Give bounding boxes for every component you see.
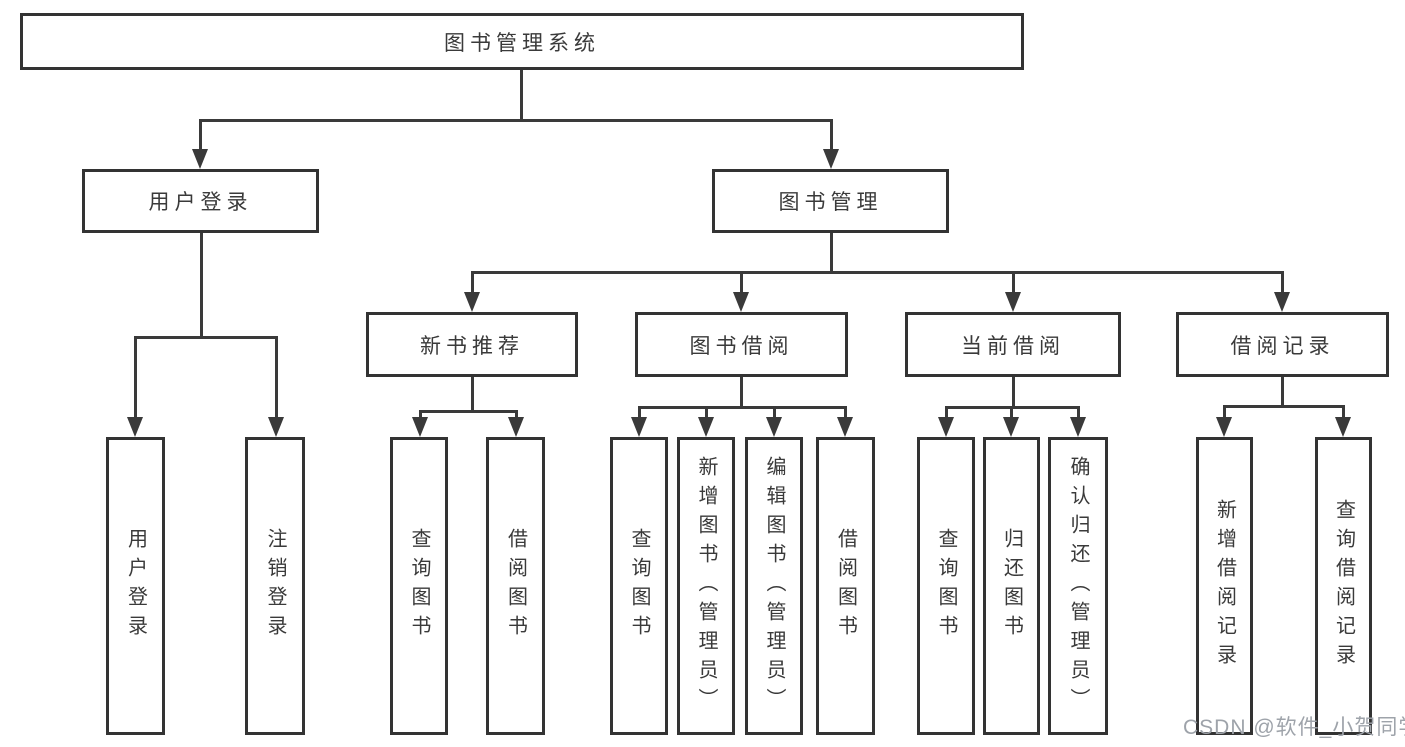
arrow-stem [514, 411, 518, 419]
arrow-stem [637, 407, 641, 419]
arrow-stem [944, 407, 948, 419]
arrow-stem [829, 120, 833, 151]
connector-rail-root [198, 118, 833, 122]
node-leaf-cur-return: 归还图书 [983, 437, 1040, 735]
arrow-stem [704, 407, 708, 419]
connector-trunk-user-login [199, 233, 203, 337]
arrow-down-icon [464, 292, 480, 312]
arrow-stem [274, 337, 278, 419]
node-leaf-logout: 注销登录 [245, 437, 305, 735]
arrow-stem [772, 407, 776, 419]
arrow-stem [739, 272, 743, 294]
arrow-down-icon [412, 417, 428, 437]
node-leaf-bw-query: 查询图书 [610, 437, 668, 735]
arrow-stem [1222, 406, 1226, 419]
node-leaf-cur-query: 查询图书 [917, 437, 975, 735]
connector-trunk-new-book-rec [470, 377, 474, 411]
arrow-down-icon [823, 149, 839, 169]
node-leaf-login: 用户登录 [106, 437, 165, 735]
node-borrow-records: 借阅记录 [1176, 312, 1389, 377]
arrow-down-icon [192, 149, 208, 169]
node-book-mgmt: 图书管理 [712, 169, 949, 233]
arrow-down-icon [1005, 292, 1021, 312]
node-user-login: 用户登录 [82, 169, 319, 233]
arrow-down-icon [1335, 417, 1351, 437]
arrow-down-icon [733, 292, 749, 312]
arrow-down-icon [508, 417, 524, 437]
arrow-down-icon [127, 417, 143, 437]
arrow-down-icon [268, 417, 284, 437]
node-leaf-rec-query: 查询借阅记录 [1315, 437, 1372, 735]
arrow-down-icon [698, 417, 714, 437]
arrow-stem [1076, 407, 1080, 419]
connector-trunk-borrow-records [1280, 377, 1284, 406]
connector-rail-book-mgmt [470, 270, 1284, 274]
arrow-stem [843, 407, 847, 419]
arrow-down-icon [631, 417, 647, 437]
node-leaf-bw-add: 新增图书（管理员） [677, 437, 735, 735]
node-leaf-cur-confirm: 确认归还（管理员） [1048, 437, 1108, 735]
arrow-down-icon [766, 417, 782, 437]
node-leaf-nb-query: 查询图书 [390, 437, 448, 735]
arrow-down-icon [1216, 417, 1232, 437]
arrow-stem [1341, 406, 1345, 419]
node-root: 图书管理系统 [20, 13, 1024, 70]
connector-rail-book-borrow [637, 405, 847, 409]
arrow-down-icon [1003, 417, 1019, 437]
csdn-watermark: CSDN @软件_小贺同学 [1183, 716, 1405, 739]
node-leaf-bw-borrow: 借阅图书 [816, 437, 875, 735]
arrow-down-icon [1274, 292, 1290, 312]
arrow-stem [418, 411, 422, 419]
connector-trunk-current-borrow [1011, 377, 1015, 407]
node-leaf-nb-borrow: 借阅图书 [486, 437, 545, 735]
arrow-down-icon [938, 417, 954, 437]
node-book-borrow: 图书借阅 [635, 312, 848, 377]
connector-rail-new-book-rec [418, 409, 518, 413]
connector-rail-user-login [133, 335, 278, 339]
node-new-book-rec: 新书推荐 [366, 312, 578, 377]
node-leaf-bw-edit: 编辑图书（管理员） [745, 437, 803, 735]
arrow-stem [1009, 407, 1013, 419]
connector-trunk-book-mgmt [829, 233, 833, 272]
arrow-stem [1011, 272, 1015, 294]
node-current-borrow: 当前借阅 [905, 312, 1121, 377]
arrow-stem [1280, 272, 1284, 294]
arrow-stem [133, 337, 137, 419]
arrow-down-icon [1070, 417, 1086, 437]
node-leaf-rec-add: 新增借阅记录 [1196, 437, 1253, 735]
connector-rail-borrow-records [1222, 404, 1345, 408]
connector-trunk-book-borrow [739, 377, 743, 407]
connector-trunk-root [519, 70, 523, 120]
arrow-stem [198, 120, 202, 151]
arrow-stem [470, 272, 474, 294]
arrow-down-icon [837, 417, 853, 437]
